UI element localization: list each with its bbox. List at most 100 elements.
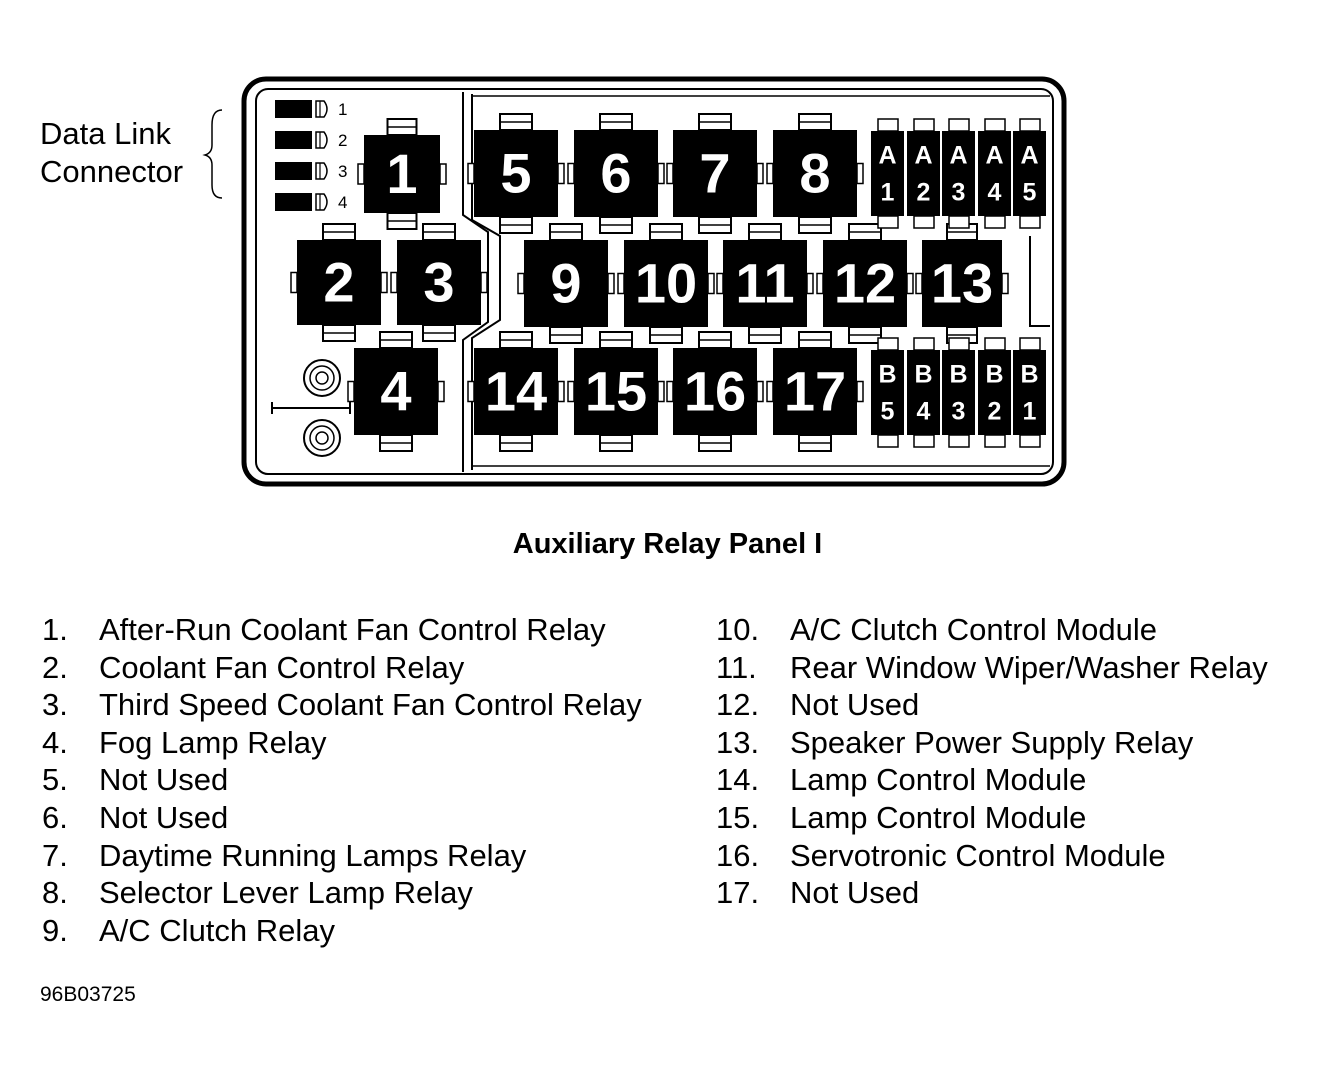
relay-9: 9 [517, 223, 615, 344]
figure-id: 96B03725 [40, 983, 136, 1006]
fuse-number: 3 [952, 398, 966, 426]
legend-item: 3.Third Speed Coolant Fan Control Relay [42, 686, 642, 724]
legend-item-text: After-Run Coolant Fan Control Relay [99, 612, 606, 647]
ground-strap [271, 402, 351, 414]
relay-5: 5 [467, 113, 565, 234]
mounting-stud-lower [303, 419, 341, 457]
relay-2: 2 [290, 223, 388, 342]
relay-number: 7 [699, 142, 730, 205]
fuse-letter: A [985, 141, 1003, 169]
connector-label-line1: Data Link [40, 116, 171, 151]
relay-body [922, 240, 1002, 327]
legend-item: 8.Selector Lever Lamp Relay [42, 874, 642, 912]
fuse-letter: A [878, 141, 896, 169]
fuse-number: 2 [917, 179, 931, 207]
panel-divider-middle [471, 94, 501, 470]
relay-4: 4 [347, 331, 445, 452]
relay-3: 3 [390, 223, 488, 342]
relay-number: 1 [386, 142, 417, 205]
legend-item-number: 9. [42, 912, 68, 948]
relay-number: 9 [550, 252, 581, 315]
legend-item: 7. Daytime Running Lamps Relay [42, 837, 642, 875]
relay-body [823, 240, 907, 327]
fuse-body [871, 350, 904, 435]
fuse-number: 5 [881, 398, 895, 426]
legend-item-text: Not Used [790, 875, 920, 911]
fuse-body [942, 350, 975, 435]
fuse-number: 1 [881, 179, 895, 207]
fuse-body [942, 131, 975, 216]
legend-item: 4. Fog Lamp Relay [42, 724, 642, 762]
legend-item: 10.A/C Clutch Control Module [716, 611, 1268, 649]
legend-item-number: 17. [716, 875, 760, 911]
legend-item-number: 15. [716, 799, 760, 835]
connector-pin-2: 2 [275, 131, 347, 150]
relay-body [397, 240, 481, 325]
connector-pin-3: 3 [275, 162, 347, 181]
relay-body [297, 240, 381, 325]
legend-item-text: Not Used [790, 687, 920, 723]
fuse-number: 2 [988, 398, 1002, 426]
relay-body [524, 240, 608, 327]
connector-pin-label: 2 [338, 131, 347, 150]
relay-number: 10 [635, 252, 697, 315]
relay-body [723, 240, 807, 327]
legend-item: 6.Not Used [42, 799, 642, 837]
legend-item-text: Daytime Running Lamps Relay [99, 837, 527, 873]
legend-item-number: 13. [716, 724, 760, 760]
fuse-body [1013, 350, 1046, 435]
legend-item: 15.Lamp Control Module [716, 799, 1268, 837]
legend-item-number: 5. [42, 762, 68, 798]
legend-item-text: Rear Window Wiper/Washer Relay [790, 649, 1268, 685]
relay-12: 12 [816, 223, 914, 344]
fuse-letter: A [1020, 141, 1038, 169]
relay-body [474, 130, 558, 217]
legend-item-text: Not Used [99, 799, 229, 835]
relay-body [773, 348, 857, 435]
relay-number: 13 [931, 252, 993, 315]
fuse-A5: A5 [1013, 118, 1046, 229]
relay-body [474, 348, 558, 435]
connector-pin-label: 3 [338, 162, 347, 181]
data-link-connector-label: Data Link Connector [40, 115, 183, 191]
legend-item: 11. Rear Window Wiper/Washer Relay [716, 649, 1268, 687]
fuse-number: 1 [1023, 398, 1037, 426]
legend-item-text: Servotronic Control Module [790, 837, 1166, 873]
relay-number: 3 [423, 251, 454, 314]
legend-item: 5.Not Used [42, 761, 642, 799]
legend-item: 13.Speaker Power Supply Relay [716, 724, 1268, 762]
fuse-number: 5 [1023, 179, 1037, 207]
fuse-letter: B [949, 360, 967, 388]
legend-item-text: Fog Lamp Relay [99, 724, 327, 760]
legend-item-text: Third Speed Coolant Fan Control Relay [99, 687, 642, 723]
connector-label-line2: Connector [40, 154, 184, 189]
legend-item-number: 14. [716, 762, 760, 798]
fuse-body [907, 131, 940, 216]
relay-14: 14 [467, 331, 565, 452]
fuse-letter: B [878, 360, 896, 388]
fuse-letter: B [914, 360, 932, 388]
relay-number: 8 [799, 142, 830, 205]
fuse-number: 4 [988, 179, 1002, 207]
fuse-A3: A3 [942, 118, 975, 229]
legend-item-text: Selector Lever Lamp Relay [99, 875, 473, 911]
fuse-body [978, 350, 1011, 435]
legend-item-number: 7. [42, 837, 68, 873]
fuse-body [871, 131, 904, 216]
fuse-B3: B3 [942, 337, 975, 448]
legend-item-number: 11. [716, 649, 757, 685]
relay-1: 1 [357, 118, 447, 230]
relay-17: 17 [766, 331, 864, 452]
connector-pin-label: 1 [338, 100, 347, 119]
legend-item: 2.Coolant Fan Control Relay [42, 649, 642, 687]
panel-housing-inner [255, 88, 1054, 475]
legend-item: 1.After-Run Coolant Fan Control Relay [42, 611, 642, 649]
fuse-body [907, 350, 940, 435]
legend-item-number: 2. [42, 649, 68, 685]
relay-number: 17 [784, 360, 846, 423]
fuse-B2: B2 [978, 337, 1011, 448]
relay-number: 11 [735, 252, 794, 315]
legend-item-number: 4. [42, 724, 68, 760]
